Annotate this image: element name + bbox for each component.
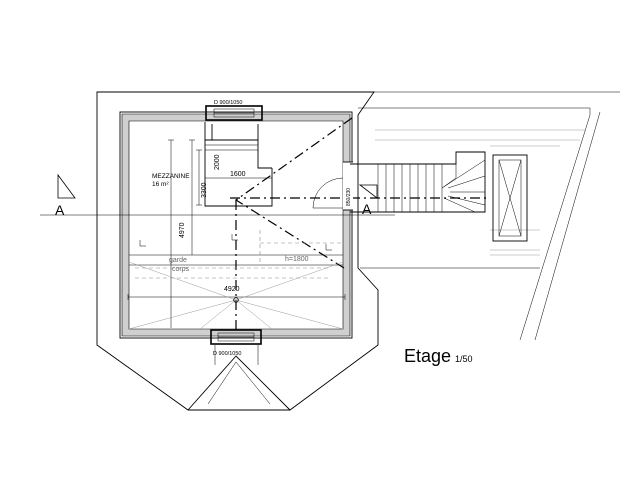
roof-slope-lines: [128, 261, 344, 330]
railing-label-2: corps: [172, 266, 190, 273]
room-name: MEZZANINE: [152, 173, 190, 180]
dim-4970: 4970: [179, 222, 186, 238]
height-leader: [259, 230, 344, 262]
exterior-box: [492, 154, 528, 242]
door: [312, 161, 353, 211]
section-arrow-left: [57, 173, 76, 199]
drawing-scale: 1/50: [455, 354, 473, 364]
mezzanine-edge: [204, 122, 273, 207]
dim-3300: 3300: [201, 182, 208, 198]
section-arrow-right: [358, 184, 378, 199]
terrain-lines: [358, 91, 620, 341]
dim-4920: 4920: [224, 286, 240, 293]
bottom-window-label: D 900/1050: [213, 351, 241, 357]
door-label: 850/230: [346, 188, 352, 206]
dim-2000: 2000: [214, 154, 221, 170]
section-dash-lines: [234, 117, 353, 332]
marker-glyphs: [139, 234, 332, 251]
room-area: 16 m²: [152, 181, 169, 188]
drawing-title: Etage: [404, 346, 451, 366]
ridge-point: [233, 297, 239, 303]
top-window: [205, 105, 263, 121]
outer-footprint: [96, 91, 379, 411]
staircase: [350, 151, 486, 213]
wall-outer-edge: [119, 111, 353, 339]
railing-label-1: garde: [169, 257, 187, 264]
dormer: [187, 345, 291, 411]
dimension-lines: [127, 139, 346, 328]
dim-1600: 1600: [230, 171, 246, 178]
height-note: h=1800: [285, 256, 309, 263]
section-mark-left: A: [55, 202, 65, 218]
section-mark-right: A: [362, 201, 372, 217]
top-window-label: D 900/1050: [214, 100, 242, 106]
